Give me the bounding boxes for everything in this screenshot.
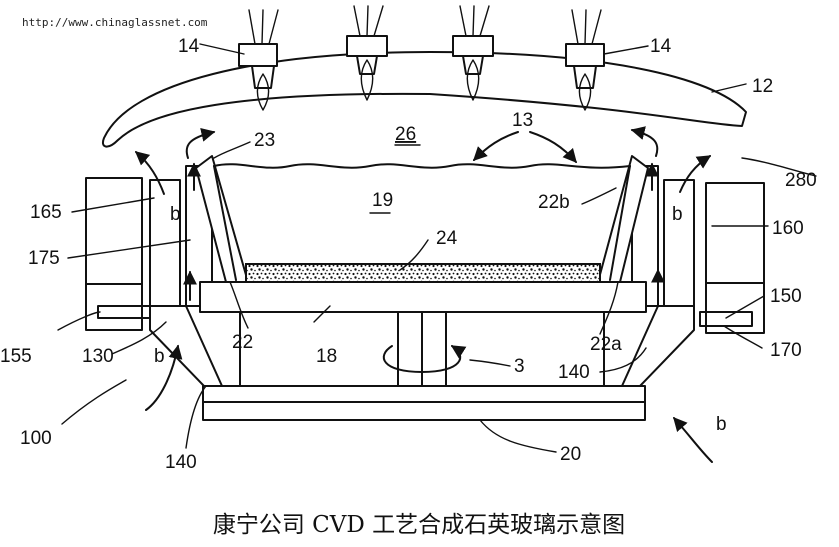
label-175: 175 xyxy=(28,248,60,269)
label-23: 23 xyxy=(254,130,275,151)
label-22: 22 xyxy=(232,332,253,353)
glass-boule-24 xyxy=(245,263,601,283)
label-b-lower-left: b xyxy=(154,346,165,367)
label-13: 13 xyxy=(512,110,533,131)
burner-4 xyxy=(565,9,605,111)
label-170: 170 xyxy=(770,340,802,361)
outer-base-right xyxy=(705,282,765,334)
label-26: 26 xyxy=(395,124,416,145)
label-130: 130 xyxy=(82,346,114,367)
support-table-18 xyxy=(199,281,647,313)
diagram-caption: 康宁公司 CVD 工艺合成石英玻璃示意图 xyxy=(213,512,625,538)
burner-2 xyxy=(346,5,388,101)
burner-3 xyxy=(452,5,494,101)
label-150: 150 xyxy=(770,286,802,307)
outer-wall-right xyxy=(705,182,765,284)
inner-wall-left xyxy=(149,179,181,307)
label-12: 12 xyxy=(752,76,773,97)
label-280: 280 xyxy=(785,170,817,191)
label-b-upper-left: b xyxy=(170,204,181,225)
label-160: 160 xyxy=(772,218,804,239)
label-18: 18 xyxy=(316,346,337,367)
label-100: 100 xyxy=(20,428,52,449)
watermark-text: http://www.chinaglassnet.com xyxy=(22,16,208,29)
burner-1 xyxy=(238,9,279,111)
leader-lines xyxy=(57,43,817,453)
outer-wall-left xyxy=(85,177,143,285)
label-3: 3 xyxy=(514,356,525,377)
label-140-left: 140 xyxy=(165,452,197,473)
label-140-right: 140 xyxy=(558,362,590,383)
label-14-right: 14 xyxy=(650,36,672,57)
inner-wall-right xyxy=(663,179,695,307)
label-b-lower-right: b xyxy=(716,414,727,435)
label-b-upper-right: b xyxy=(672,204,683,225)
label-24: 24 xyxy=(436,228,458,249)
label-20: 20 xyxy=(560,444,581,465)
label-165: 165 xyxy=(30,202,62,223)
label-14-left: 14 xyxy=(178,36,200,57)
label-22b: 22b xyxy=(538,192,570,213)
crown-12 xyxy=(102,51,747,148)
label-22a: 22a xyxy=(590,334,622,355)
deposition-surface-13 xyxy=(213,163,631,169)
label-19: 19 xyxy=(372,190,393,211)
label-155: 155 xyxy=(0,346,32,367)
rotation-arrow xyxy=(382,345,467,373)
